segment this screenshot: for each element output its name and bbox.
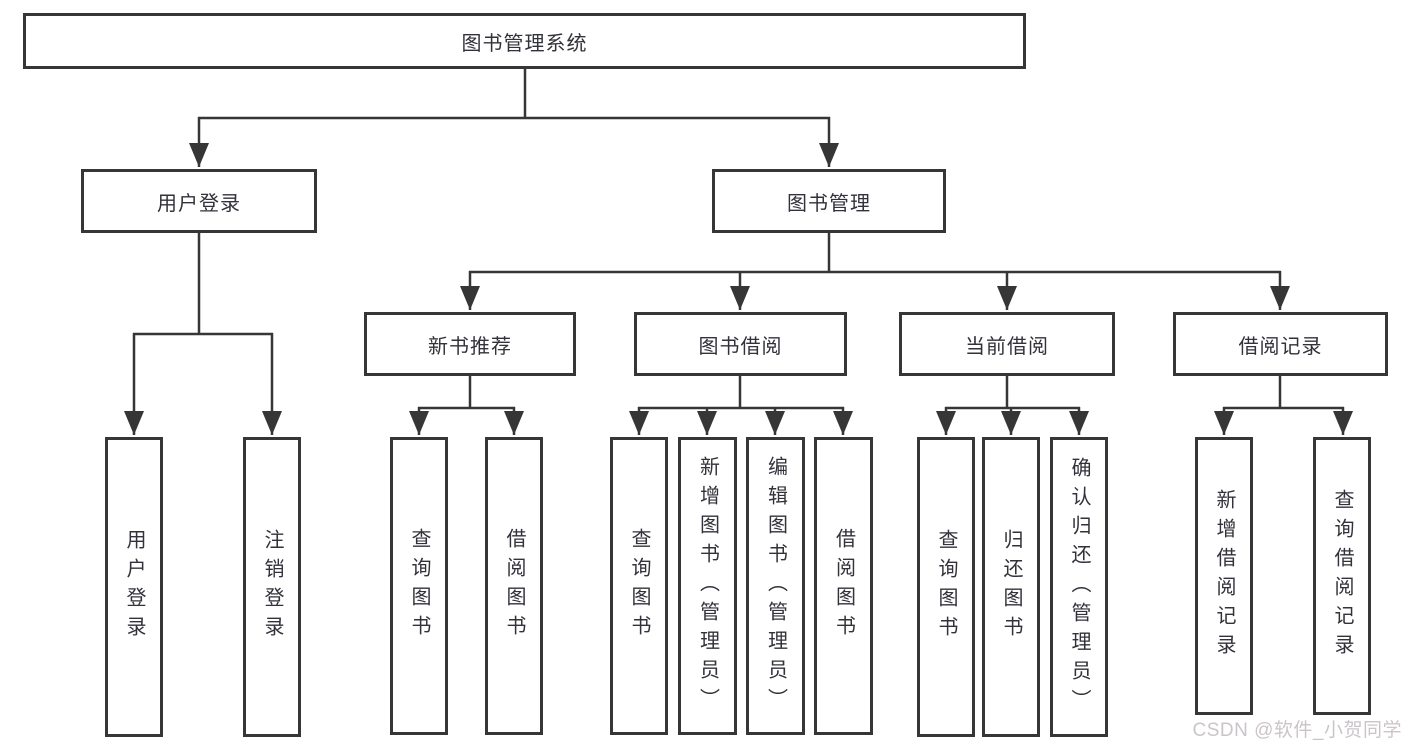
node-book-management: 图书管理: [712, 169, 946, 233]
node-label: 查询图书: [628, 528, 650, 644]
node-query-books-3: 查询图书: [917, 437, 975, 737]
node-new-book-recommend: 新书推荐: [364, 312, 576, 376]
node-query-books-1: 查询图书: [390, 437, 448, 735]
node-return-books: 归还图书: [982, 437, 1040, 737]
node-label: 新增图书（管理员）: [696, 455, 719, 717]
node-add-book-admin: 新增图书（管理员）: [678, 437, 737, 735]
node-label: 查询图书: [935, 529, 957, 645]
node-query-borrow-record: 查询借阅记录: [1313, 437, 1371, 715]
node-logout: 注销登录: [243, 437, 301, 737]
node-borrow-records: 借阅记录: [1173, 312, 1388, 376]
node-query-books-2: 查询图书: [610, 437, 668, 735]
node-current-borrow: 当前借阅: [899, 312, 1115, 376]
node-label: 确认归还（管理员）: [1068, 456, 1090, 718]
node-library-system: 图书管理系统: [23, 13, 1026, 69]
node-user-login: 用户登录: [81, 169, 317, 233]
node-borrow-books-2: 借阅图书: [814, 437, 873, 735]
node-label: 归还图书: [1000, 529, 1022, 645]
node-label: 查询图书: [408, 528, 430, 644]
watermark: CSDN @软件_小贺同学: [1192, 720, 1402, 741]
node-label: 借阅图书: [503, 528, 525, 644]
node-label: 编辑图书（管理员）: [764, 455, 787, 717]
node-book-borrow: 图书借阅: [634, 312, 847, 376]
node-label: 注销登录: [261, 529, 283, 645]
node-edit-book-admin: 编辑图书（管理员）: [746, 437, 805, 735]
node-label: 借阅图书: [832, 528, 855, 644]
node-add-borrow-record: 新增借阅记录: [1195, 437, 1253, 715]
node-borrow-books-1: 借阅图书: [485, 437, 543, 735]
node-confirm-return-admin: 确认归还（管理员）: [1050, 437, 1108, 737]
node-label: 用户登录: [123, 529, 145, 645]
node-label: 查询借阅记录: [1331, 489, 1353, 663]
node-user-login-leaf: 用户登录: [105, 437, 163, 737]
node-label: 新增借阅记录: [1213, 489, 1235, 663]
